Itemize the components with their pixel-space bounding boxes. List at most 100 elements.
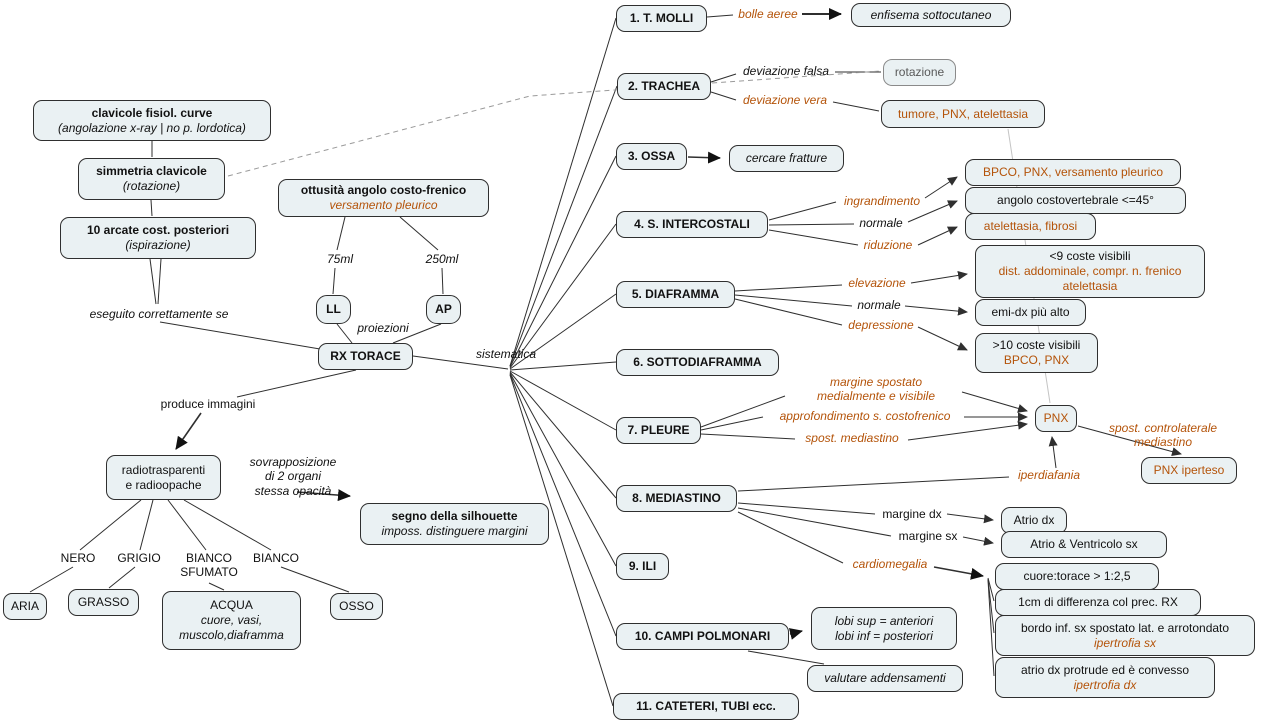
node-emidx-label: emi-dx più alto [991, 305, 1070, 319]
node-5-diaframma[interactable]: 5. DIAFRAMMA [616, 281, 735, 308]
link-deviazione-vera[interactable]: deviazione vera [742, 93, 828, 107]
link-bolle-aeree[interactable]: bolle aeree [738, 7, 798, 21]
node-acqua[interactable]: ACQUA cuore, vasi, muscolo,diaframma [162, 591, 301, 650]
node-atrio-dx[interactable]: Atrio dx [1001, 507, 1067, 534]
node-tumore-label: tumore, PNX, atelettasia [897, 106, 1029, 121]
link-margine-spostato[interactable]: margine spostato medialmente e visibile [788, 375, 964, 404]
link-deviazione-falsa[interactable]: deviazione falsa [742, 64, 830, 78]
node-emidiaframma-dx[interactable]: emi-dx più alto [975, 299, 1086, 326]
link-spost-controlaterale[interactable]: spost. controlaterale mediastino [1098, 421, 1228, 450]
node-11-cateteri-tubi[interactable]: 11. CATETERI, TUBI ecc. [613, 693, 799, 720]
node-9-ili[interactable]: 9. ILI [616, 553, 669, 580]
node-differenza-prec-rx[interactable]: 1cm di differenza col prec. RX [995, 589, 1201, 616]
node-1-t-molli[interactable]: 1. T. MOLLI [616, 5, 707, 32]
node-valutare-addensamenti[interactable]: valutare addensamenti [807, 665, 963, 692]
node-grasso[interactable]: GRASSO [68, 589, 139, 616]
node-simmetria-line2: (rotazione) [122, 179, 181, 193]
node-meno-9-coste[interactable]: <9 coste visibili dist. addominale, comp… [975, 245, 1205, 298]
node-rx-torace[interactable]: RX TORACE [318, 343, 413, 370]
spost-controlaterale-line1: spost. controlaterale [1108, 421, 1218, 435]
node-lobi[interactable]: lobi sup = anteriori lobi inf = posterio… [811, 607, 957, 650]
node-10-label: 10. CAMPI POLMONARI [634, 629, 771, 643]
node-lobi-line2: lobi inf = posteriori [835, 628, 933, 643]
link-nero[interactable]: NERO [60, 551, 96, 565]
sovrapposizione-line3: stessa opacità [254, 483, 332, 498]
node-segno-silhouette[interactable]: segno della silhouette imposs. distingue… [360, 503, 549, 545]
node-ottusita-line1: ottusità angolo costo-frenico [300, 183, 467, 197]
node-ottusita-line2: versamento pleurico [329, 198, 438, 212]
node-silhouette-line1: segno della silhouette [391, 509, 518, 523]
node-pnx[interactable]: PNX [1035, 405, 1077, 432]
node-enfisema-sottocutaneo[interactable]: enfisema sottocutaneo [851, 3, 1011, 27]
node-arcate-line2: (ispirazione) [125, 238, 191, 252]
node-arcate-costali[interactable]: 10 arcate cost. posteriori (ispirazione) [60, 217, 256, 259]
node-bordo-inf-sx[interactable]: bordo inf. sx spostato lat. e arrotondat… [995, 615, 1255, 656]
node-2-trachea[interactable]: 2. TRACHEA [617, 73, 711, 100]
node-3-label: 3. OSSA [627, 149, 676, 163]
link-elevazione[interactable]: elevazione [848, 276, 906, 290]
node-simmetria-clavicole[interactable]: simmetria clavicole (rotazione) [78, 158, 225, 200]
node-10-campi-polmonari[interactable]: 10. CAMPI POLMONARI [616, 623, 789, 650]
node-4-spazi-intercostali[interactable]: 4. S. INTERCOSTALI [616, 211, 768, 238]
link-approfondimento[interactable]: approfondimento s. costofrenico [779, 409, 951, 423]
node-radiotrasparenti[interactable]: radiotrasparenti e radioopache [106, 455, 221, 500]
node-tumore-pnx-atelettasia[interactable]: tumore, PNX, atelettasia [881, 100, 1045, 128]
link-sovrapposizione[interactable]: sovrapposizione di 2 organi stessa opaci… [243, 455, 343, 498]
node-pnx-iperteso[interactable]: PNX iperteso [1141, 457, 1237, 484]
link-250ml[interactable]: 250ml [425, 252, 459, 266]
node-1-label: 1. T. MOLLI [629, 11, 694, 25]
node-5-label: 5. DIAFRAMMA [631, 287, 720, 301]
node-aria[interactable]: ARIA [3, 593, 47, 620]
node-atrio-dx-protrude[interactable]: atrio dx protrude ed è convesso ipertrof… [995, 657, 1215, 698]
node-8-mediastino[interactable]: 8. MEDIASTINO [616, 485, 737, 512]
link-75ml[interactable]: 75ml [326, 252, 353, 266]
link-bianco[interactable]: BIANCO [252, 551, 299, 565]
node-rotazione[interactable]: rotazione [883, 59, 956, 86]
link-proiezioni[interactable]: proiezioni [357, 321, 409, 335]
node-angolo-costovertebrale[interactable]: angolo costovertebrale <=45° [965, 187, 1186, 214]
node-radio-line1: radiotrasparenti [121, 462, 206, 477]
node-atrio-ventricolo-sx[interactable]: Atrio & Ventricolo sx [1001, 531, 1167, 558]
node-osso-label: OSSO [339, 599, 374, 613]
bianco-sfumato-line2: SFUMATO [180, 565, 238, 580]
node-atelfibrosi-label: atelettasia, fibrosi [983, 219, 1078, 233]
link-eseguito-correttamente[interactable]: eseguito correttamente se [89, 307, 229, 321]
node-7-label: 7. PLEURE [627, 423, 690, 437]
link-iperdiafania[interactable]: iperdiafania [1017, 468, 1081, 482]
link-cardiomegalia[interactable]: cardiomegalia [852, 557, 928, 571]
link-normale-intercostali[interactable]: normale [859, 216, 903, 230]
link-depressione[interactable]: depressione [848, 318, 914, 332]
link-margine-sx[interactable]: margine sx [898, 529, 958, 543]
node-clavicole-line1: clavicole fisiol. curve [91, 105, 213, 120]
node-proiezione-ap[interactable]: AP [426, 295, 461, 324]
link-margine-dx[interactable]: margine dx [882, 507, 942, 521]
node-6-sottodiaframma[interactable]: 6. SOTTODIAFRAMMA [616, 349, 779, 376]
node-9-label: 9. ILI [628, 559, 657, 573]
node-cercare-fratture[interactable]: cercare fratture [729, 145, 844, 172]
link-grigio[interactable]: GRIGIO [117, 551, 161, 565]
link-produce-immagini[interactable]: produce immagini [160, 397, 256, 411]
node-11-label: 11. CATETERI, TUBI ecc. [636, 699, 776, 713]
node-atrio-protrude-line2: ipertrofia dx [1073, 677, 1137, 692]
node-osso[interactable]: OSSO [330, 593, 383, 620]
margine-spostato-line1: margine spostato [829, 375, 923, 389]
node-4-label: 4. S. INTERCOSTALI [634, 217, 750, 231]
node-3-ossa[interactable]: 3. OSSA [616, 143, 687, 170]
node-7-pleure[interactable]: 7. PLEURE [616, 417, 701, 444]
node-cercare-label: cercare fratture [745, 151, 828, 165]
node-ottusita-costofrenico[interactable]: ottusità angolo costo-frenico versamento… [278, 179, 489, 217]
node-clavicole-curve[interactable]: clavicole fisiol. curve (angolazione x-r… [33, 100, 271, 141]
node-proiezione-ll[interactable]: LL [316, 295, 351, 324]
link-ingrandimento[interactable]: ingrandimento [843, 194, 921, 208]
link-riduzione[interactable]: riduzione [863, 238, 913, 252]
link-sistematica[interactable]: sistematica [475, 347, 537, 361]
node-acqua-line2: cuore, vasi, [200, 613, 263, 627]
node-atelettasia-fibrosi[interactable]: atelettasia, fibrosi [965, 213, 1096, 240]
link-spost-mediastino[interactable]: spost. mediastino [805, 431, 899, 445]
link-bianco-sfumato[interactable]: BIANCO SFUMATO [175, 551, 243, 580]
node-piu-10-coste[interactable]: >10 coste visibili BPCO, PNX [975, 333, 1098, 373]
link-normale-diaframma[interactable]: normale [857, 298, 901, 312]
node-bpco-label: BPCO, PNX, versamento pleurico [982, 165, 1164, 179]
node-rapporto-cuore-torace[interactable]: cuore:torace > 1:2,5 [995, 563, 1159, 590]
node-bpco-pnx-versamento[interactable]: BPCO, PNX, versamento pleurico [965, 159, 1181, 186]
